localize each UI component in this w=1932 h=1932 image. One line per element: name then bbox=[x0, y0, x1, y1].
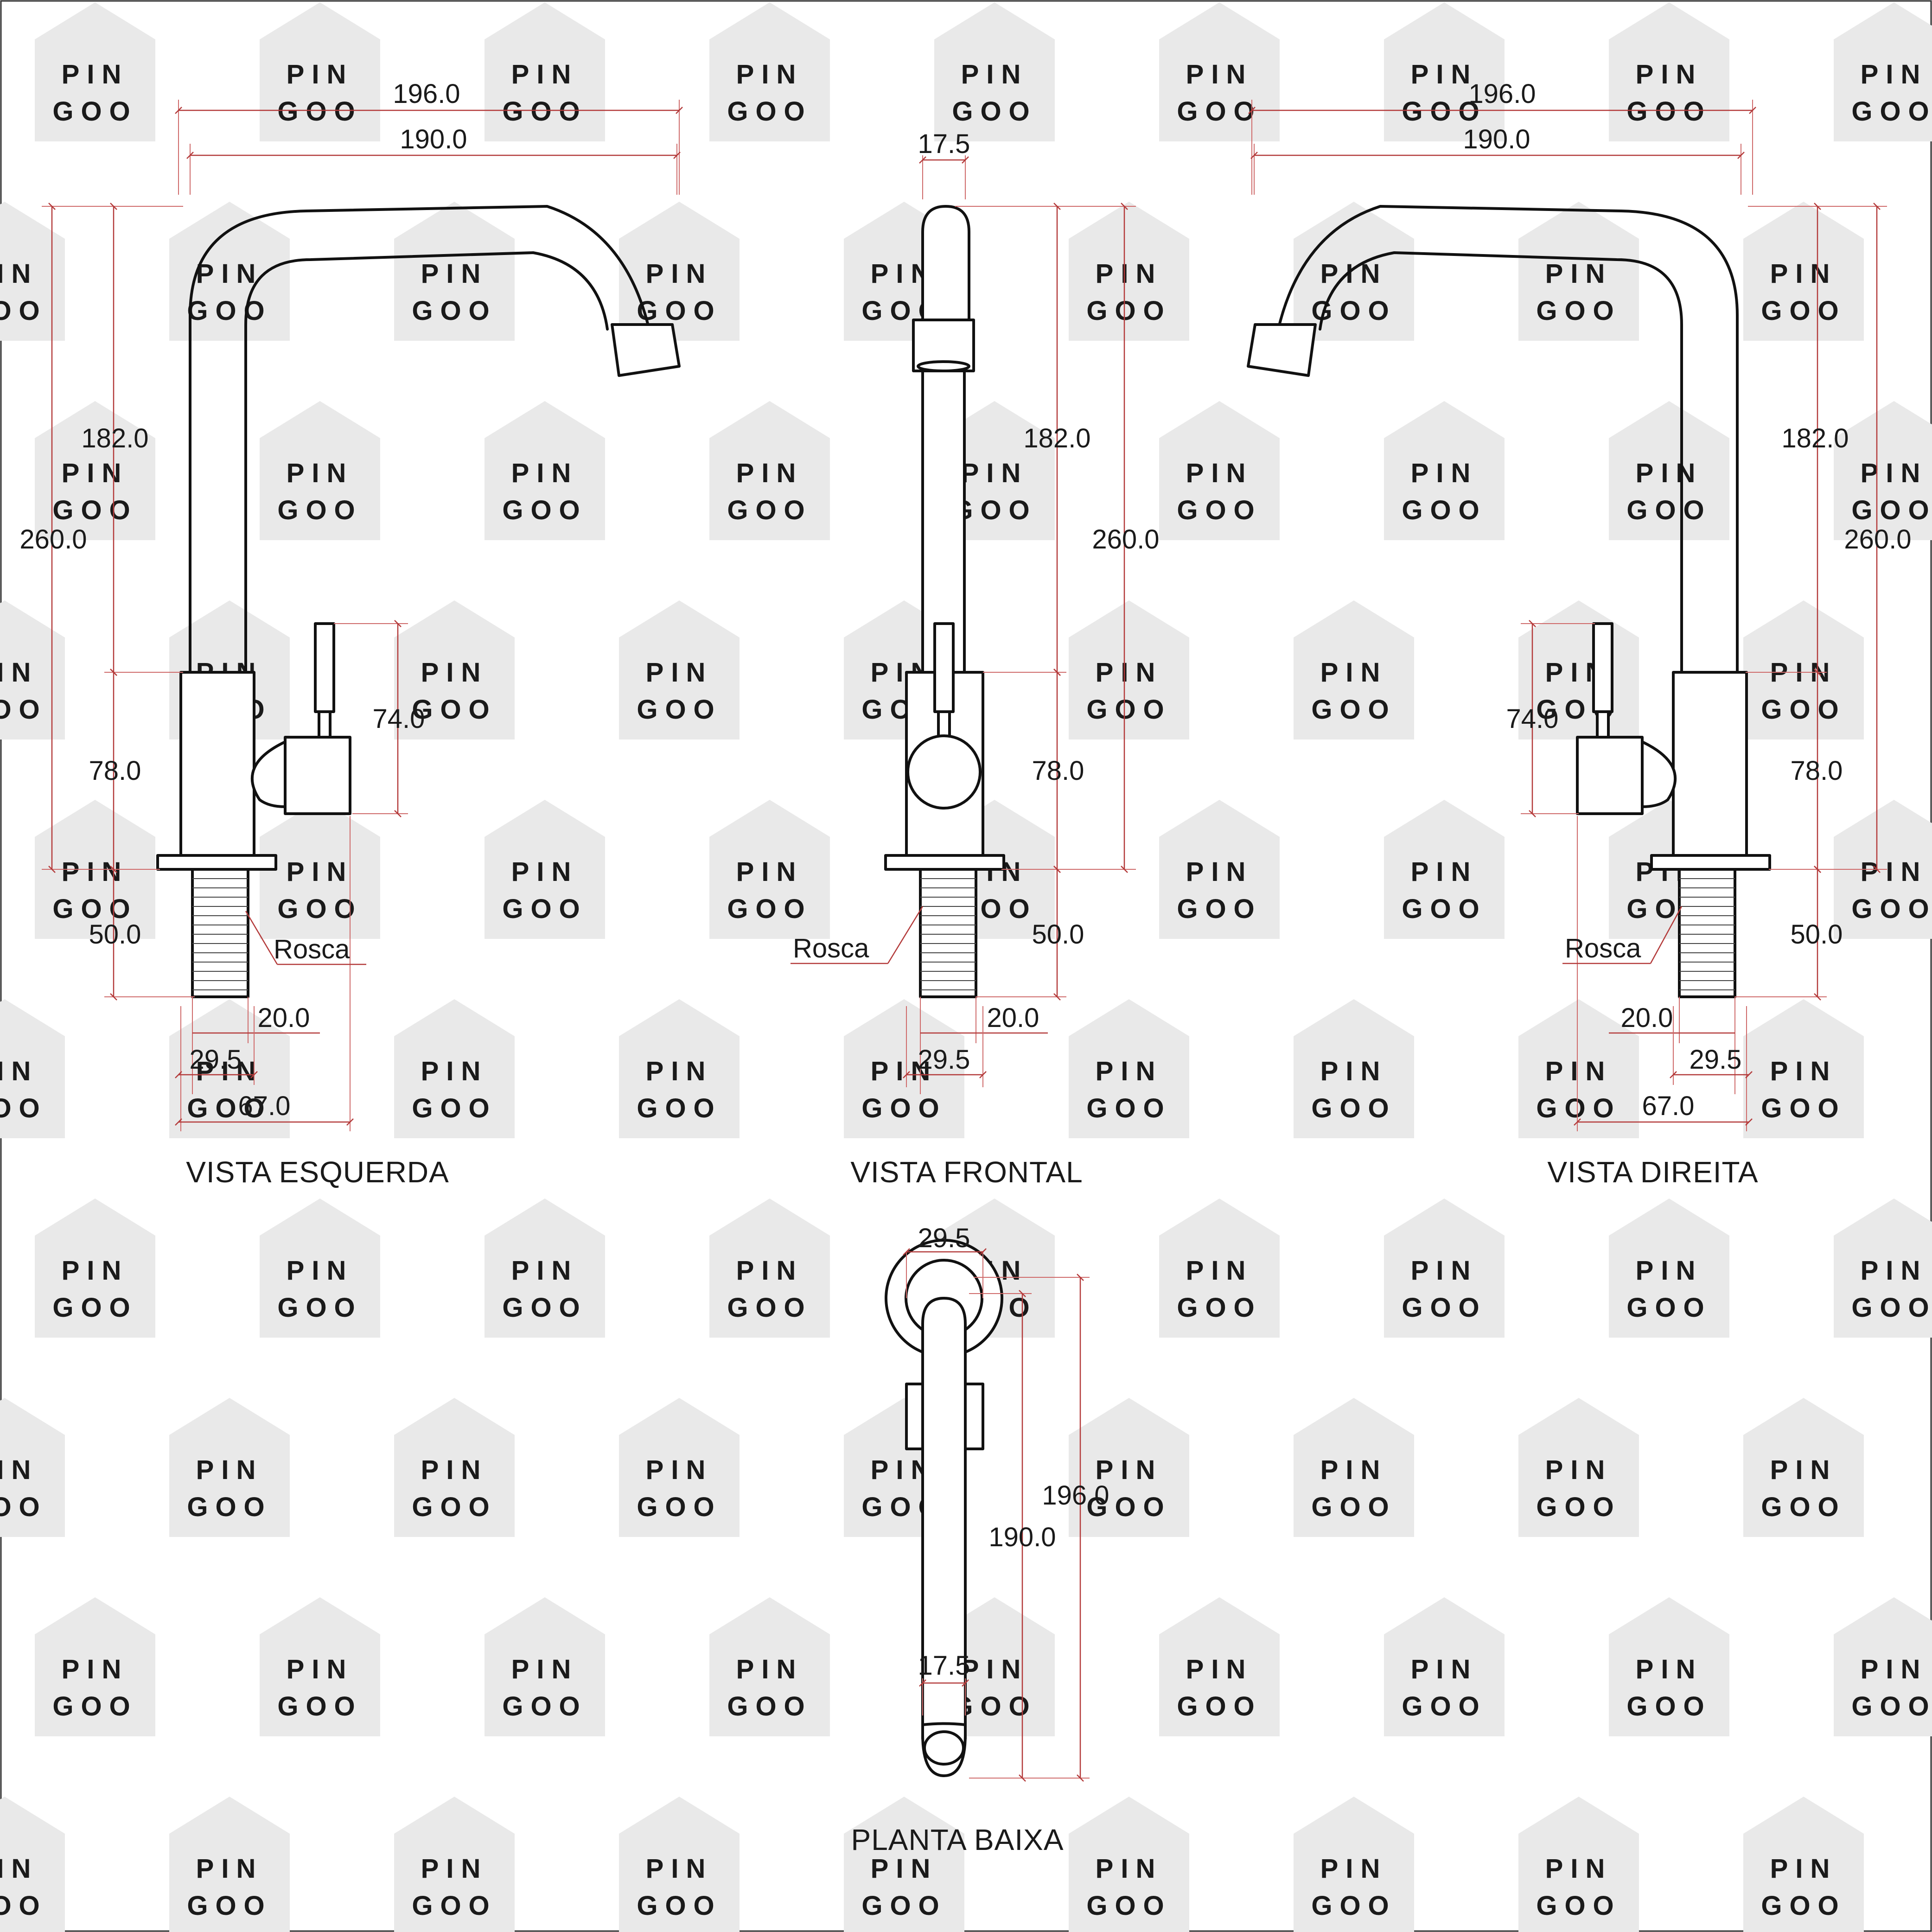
right-view: 196.0 190.0 260.0 182.0 78.0 50.0 bbox=[1247, 79, 1912, 1189]
right-dim-196: 196.0 bbox=[1468, 79, 1536, 109]
right-thread-lines bbox=[1679, 878, 1735, 990]
front-faucet-outline bbox=[884, 205, 1005, 998]
front-dim-20: 20.0 bbox=[987, 1003, 1039, 1033]
left-dim-196: 196.0 bbox=[393, 79, 460, 109]
right-dim-50: 50.0 bbox=[1791, 919, 1843, 950]
front-dim-78: 78.0 bbox=[1032, 756, 1084, 786]
right-dim-190: 190.0 bbox=[1463, 124, 1530, 154]
left-faucet-outline bbox=[156, 205, 681, 998]
front-dimensions: 17.5 260.0 182.0 78.0 50.0 20.0 bbox=[791, 129, 1160, 1094]
plan-faucet-outline bbox=[885, 1239, 1003, 1777]
left-dimensions: 196.0 190.0 260.0 182.0 78.0 50.0 bbox=[19, 79, 683, 1131]
left-dim-260: 260.0 bbox=[19, 524, 87, 555]
front-view-title: VISTA FRONTAL bbox=[850, 1155, 1083, 1189]
watermark-row-10 bbox=[0, 1797, 1864, 1932]
front-thread-lines bbox=[920, 878, 976, 990]
left-dim-74: 74.0 bbox=[373, 704, 425, 734]
right-dim-74: 74.0 bbox=[1506, 704, 1559, 734]
right-dim-67: 67.0 bbox=[1642, 1091, 1695, 1121]
right-dim-260: 260.0 bbox=[1844, 524, 1911, 555]
left-dim-20: 20.0 bbox=[258, 1003, 310, 1033]
front-view: 17.5 260.0 182.0 78.0 50.0 20.0 bbox=[791, 129, 1160, 1189]
right-dim-78: 78.0 bbox=[1791, 756, 1843, 786]
plan-view-title: PLANTA BAIXA bbox=[851, 1823, 1064, 1856]
front-dim-17-5: 17.5 bbox=[918, 129, 970, 159]
left-dim-29-5: 29.5 bbox=[190, 1045, 242, 1075]
left-dim-67: 67.0 bbox=[238, 1091, 291, 1121]
plan-dim-29-5: 29.5 bbox=[918, 1223, 970, 1253]
watermark-row-9 bbox=[35, 1597, 1932, 1736]
right-dim-29-5: 29.5 bbox=[1690, 1045, 1742, 1075]
front-dim-50: 50.0 bbox=[1032, 919, 1084, 950]
right-dim-20: 20.0 bbox=[1621, 1003, 1673, 1033]
left-dim-50: 50.0 bbox=[89, 919, 141, 950]
front-dim-182: 182.0 bbox=[1023, 423, 1090, 453]
plan-dim-17-5: 17.5 bbox=[918, 1651, 970, 1681]
right-dimensions: 196.0 190.0 260.0 182.0 78.0 50.0 bbox=[1248, 79, 1912, 1131]
plan-dim-190: 190.0 bbox=[988, 1522, 1056, 1552]
left-callout-rosca: Rosca bbox=[274, 934, 350, 964]
right-callout-rosca: Rosca bbox=[1565, 933, 1641, 963]
plan-dim-196: 196.0 bbox=[1042, 1480, 1109, 1511]
left-dim-190: 190.0 bbox=[400, 124, 467, 154]
plan-view: 29.5 196.0 190.0 17.5 PLANTA BAIXA bbox=[851, 1223, 1109, 1856]
left-view-title: VISTA ESQUERDA bbox=[186, 1155, 449, 1189]
right-dim-182: 182.0 bbox=[1781, 423, 1849, 453]
right-view-title: VISTA DIREITA bbox=[1547, 1155, 1758, 1189]
right-faucet-outline bbox=[1247, 205, 1771, 998]
left-dim-182: 182.0 bbox=[81, 423, 148, 453]
left-dim-78: 78.0 bbox=[89, 756, 141, 786]
front-dim-260: 260.0 bbox=[1092, 524, 1159, 555]
plan-dimensions: 29.5 196.0 190.0 17.5 bbox=[903, 1223, 1109, 1782]
watermark-row-1 bbox=[35, 2, 1932, 141]
watermark-row-3 bbox=[35, 401, 1932, 540]
left-view: 196.0 190.0 260.0 182.0 78.0 50.0 bbox=[19, 79, 683, 1189]
left-thread-lines bbox=[192, 878, 248, 990]
front-callout-rosca: Rosca bbox=[793, 933, 869, 963]
front-dim-29-5: 29.5 bbox=[918, 1045, 970, 1075]
